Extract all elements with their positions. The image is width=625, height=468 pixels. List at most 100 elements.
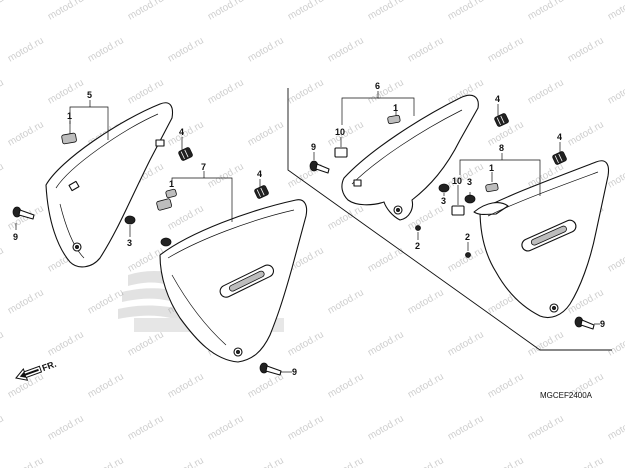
callout-c22: 2 <box>465 232 470 242</box>
damper-rubber-part <box>178 147 193 161</box>
callout-c20: 3 <box>467 177 472 187</box>
watermark-text: motod.ru <box>0 0 6 23</box>
grommet-part <box>485 182 499 193</box>
watermark-text: motod.ru <box>446 413 486 442</box>
watermark-text: motod.ru <box>166 371 206 400</box>
callout-c17: 1 <box>489 163 494 173</box>
callout-c12: 10 <box>335 127 345 137</box>
bolt-part <box>574 316 595 330</box>
watermark-text: motod.ru <box>606 329 625 358</box>
watermark-text: motod.ru <box>326 371 366 400</box>
collar-part <box>160 237 172 247</box>
watermark-text: motod.ru <box>486 371 526 400</box>
watermark-text: motod.ru <box>86 35 126 64</box>
assembly-divider-line <box>287 88 612 351</box>
watermark-text: motod.ru <box>46 329 86 358</box>
watermark-text: motod.ru <box>126 77 166 106</box>
watermark-text: motod.ru <box>286 413 326 442</box>
watermark-text: motod.ru <box>46 77 86 106</box>
damper-rubber-part <box>254 185 269 199</box>
watermark-text: motod.ru <box>206 413 246 442</box>
watermark-text: motod.ru <box>166 119 206 148</box>
watermark-text: motod.ru <box>366 413 406 442</box>
watermark-text: motod.ru <box>6 203 46 232</box>
watermark-text: motod.ru <box>566 119 606 148</box>
damper-rubber-part <box>494 113 509 127</box>
grommet-part <box>165 188 177 199</box>
callout-c11: 1 <box>393 103 398 113</box>
callout-c2: 1 <box>67 111 72 121</box>
watermark-text: motod.ru <box>446 245 486 274</box>
side-cover-right-lower <box>473 160 610 319</box>
callout-c23: 9 <box>600 319 605 329</box>
front-arrow-label: FR. <box>41 359 58 373</box>
callout-c14: 4 <box>495 94 500 104</box>
callout-c8: 4 <box>257 169 262 179</box>
side-cover-left-upper <box>45 102 174 268</box>
side-cover-left-lower <box>159 199 308 363</box>
watermark-text: motod.ru <box>326 455 366 468</box>
watermark-text: motod.ru <box>526 0 566 23</box>
watermark-text: motod.ru <box>0 413 6 442</box>
watermark-text: motod.ru <box>606 245 625 274</box>
watermark-text: motod.ru <box>246 119 286 148</box>
watermark-text: motod.ru <box>326 119 366 148</box>
callout-c9: 9 <box>292 367 297 377</box>
callout-c16: 8 <box>499 143 504 153</box>
damper-rubber-part <box>552 151 567 165</box>
watermark-text: motod.ru <box>326 203 366 232</box>
watermark-text: motod.ru <box>46 413 86 442</box>
bolt-part <box>259 362 282 376</box>
watermark-text: motod.ru <box>366 77 406 106</box>
grommet-part <box>61 132 77 145</box>
watermark-text: motod.ru <box>406 35 446 64</box>
watermark-text: motod.ru <box>606 77 625 106</box>
screw-part <box>465 252 471 258</box>
grommet-part <box>156 198 173 211</box>
cushion-part <box>451 205 465 216</box>
watermark-text: motod.ru <box>6 119 46 148</box>
callout-c7: 3 <box>127 238 132 248</box>
watermark-text: motod.ru <box>0 329 6 358</box>
watermark-text: motod.ru <box>0 161 6 190</box>
callout-c4: 9 <box>13 232 18 242</box>
watermark-text: motod.ru <box>526 77 566 106</box>
watermark-text: motod.ru <box>166 455 206 468</box>
watermark-text: motod.ru <box>286 329 326 358</box>
callout-c5: 7 <box>201 162 206 172</box>
callout-c19: 10 <box>452 176 462 186</box>
collar-part <box>438 183 450 193</box>
cushion-part <box>334 147 348 158</box>
watermark-text: motod.ru <box>406 287 446 316</box>
watermark-text: motod.ru <box>606 0 625 23</box>
callout-c13: 9 <box>311 142 316 152</box>
watermark-text: motod.ru <box>126 413 166 442</box>
front-direction-arrow: FR. <box>15 359 58 381</box>
watermark-text: motod.ru <box>206 161 246 190</box>
watermark-text: motod.ru <box>286 77 326 106</box>
watermark-text: motod.ru <box>526 413 566 442</box>
watermark-text: motod.ru <box>166 35 206 64</box>
bolt-part <box>309 160 330 174</box>
watermark-text: motod.ru <box>566 455 606 468</box>
watermark-text: motod.ru <box>326 287 366 316</box>
watermark-text: motod.ru <box>246 371 286 400</box>
watermark-text: motod.ru <box>6 287 46 316</box>
watermark-text: motod.ru <box>446 0 486 23</box>
leader-lines <box>15 91 600 373</box>
bolt-part <box>12 206 35 220</box>
watermark-text: motod.ru <box>406 455 446 468</box>
watermark-text: motod.ru <box>0 245 6 274</box>
watermark-text: motod.ru <box>246 455 286 468</box>
side-cover-right-upper <box>341 94 479 221</box>
watermark-text: motod.ru <box>366 329 406 358</box>
watermark-text: motod.ru <box>6 35 46 64</box>
watermark-text: motod.ru <box>606 161 625 190</box>
watermark-text: motod.ru <box>566 35 606 64</box>
callout-c15: 4 <box>557 132 562 142</box>
callout-c3: 4 <box>179 127 184 137</box>
diagram-code: MGCEF2400A <box>540 391 593 400</box>
watermark-text: motod.ru <box>486 455 526 468</box>
watermark-text: motod.ru <box>246 35 286 64</box>
callout-c10: 6 <box>375 81 380 91</box>
